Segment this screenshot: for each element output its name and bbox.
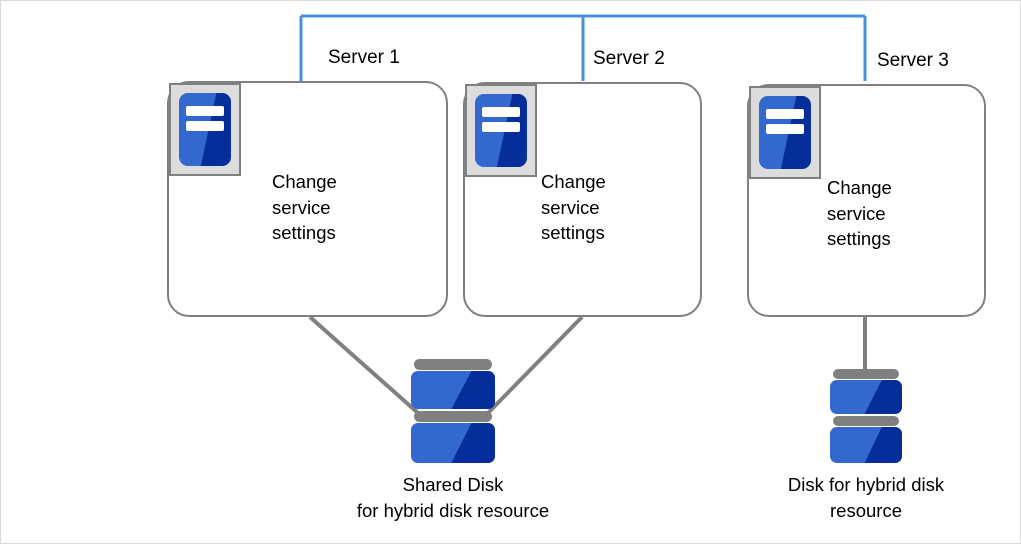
server-label-3: Server 3 bbox=[877, 50, 949, 71]
server-icon-slot-1 bbox=[482, 107, 520, 117]
server-icon bbox=[169, 83, 241, 176]
disk-platter-shading-1 bbox=[451, 371, 495, 409]
shared-disk-caption: Shared Disk for hybrid disk resource bbox=[356, 474, 550, 521]
server-body-text-3: Change service settings bbox=[827, 177, 892, 249]
server-label-2: Server 2 bbox=[593, 48, 665, 69]
server-icon bbox=[465, 84, 537, 177]
disk-platter-body-2 bbox=[411, 423, 495, 463]
hybrid-disk-caption: Disk for hybrid disk resource bbox=[787, 474, 945, 521]
disk-stack-icon bbox=[411, 359, 495, 463]
server-icon-chassis bbox=[759, 96, 811, 169]
server-icon-slot-1 bbox=[766, 109, 804, 119]
connector-server1-shared-disk bbox=[308, 315, 420, 415]
disk-platter-bar-1 bbox=[832, 369, 900, 379]
disk-platter-shading-2 bbox=[451, 423, 495, 463]
disk-platter-shading-1 bbox=[864, 380, 902, 414]
disk-platter-bar-2 bbox=[832, 416, 900, 426]
disk-platter-bar-2 bbox=[414, 411, 492, 422]
server-body-text-2: Change service settings bbox=[541, 171, 606, 243]
server-icon-slot-1 bbox=[186, 106, 224, 116]
disk-platter-body-2 bbox=[830, 427, 902, 463]
disk-connectors bbox=[308, 315, 867, 415]
disk-platter-body-1 bbox=[830, 380, 902, 414]
server-body-text-1: Change service settings bbox=[272, 171, 337, 243]
server-icon-slot-2 bbox=[482, 122, 520, 132]
server-label-1: Server 1 bbox=[328, 47, 400, 68]
disk-platter-bar-1 bbox=[414, 359, 492, 370]
disk-stack-icon bbox=[830, 369, 902, 463]
server-icon bbox=[749, 86, 821, 179]
connector-server2-shared-disk bbox=[486, 315, 584, 415]
server-icon-slot-2 bbox=[186, 121, 224, 131]
disk-platter-shading-2 bbox=[864, 427, 902, 463]
server-icon-chassis bbox=[179, 93, 231, 166]
server-box-1[interactable] bbox=[167, 81, 448, 317]
server-icon-slot-2 bbox=[766, 124, 804, 134]
server-icon-chassis bbox=[475, 94, 527, 167]
disk-platter-body-1 bbox=[411, 371, 495, 409]
